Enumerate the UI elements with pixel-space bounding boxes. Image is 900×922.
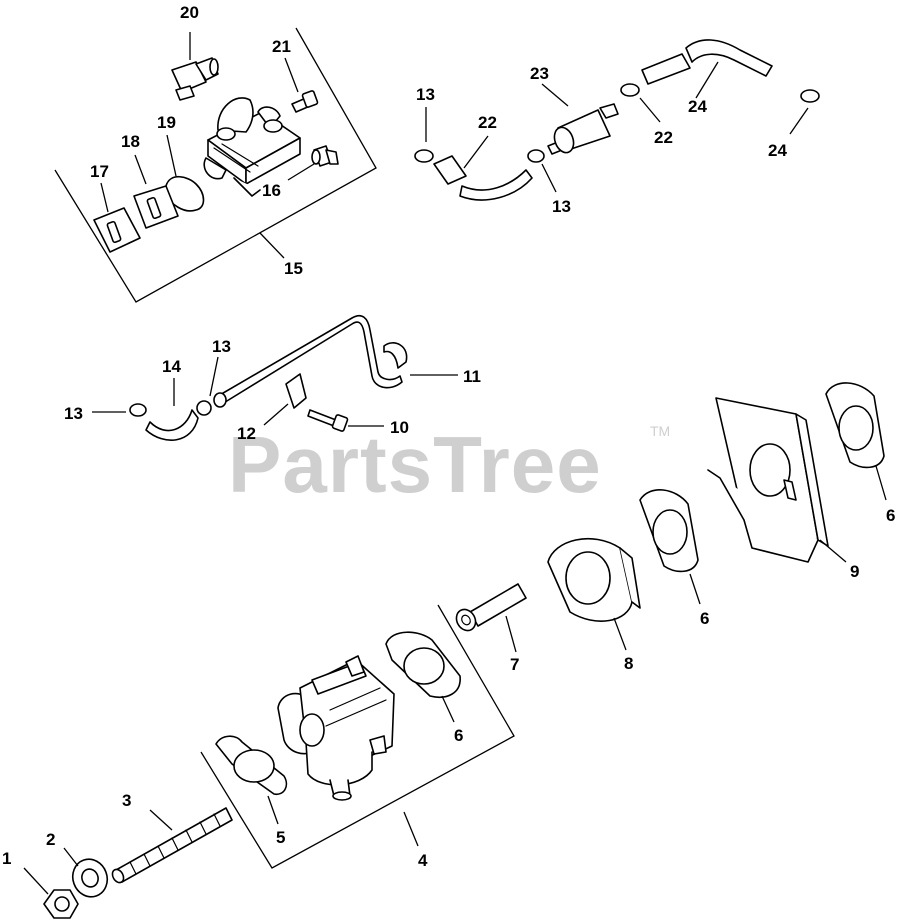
hose-clamp xyxy=(196,400,212,416)
callout-label: 13 xyxy=(552,197,571,216)
group-bracket-15 xyxy=(54,27,377,303)
carburetor-gasket xyxy=(385,631,461,698)
fuel-line-assembly xyxy=(129,314,408,441)
fuel-line-clip xyxy=(285,373,307,409)
fuel-hose-curved xyxy=(459,169,533,201)
callout-label: 17 xyxy=(90,162,109,181)
carburetor-body xyxy=(277,655,395,801)
callout-label: 13 xyxy=(212,337,231,356)
carburetor-spacer xyxy=(547,538,641,622)
fuel-line-pipe xyxy=(217,314,403,405)
hex-nut xyxy=(43,889,79,919)
carburetor-base-gasket xyxy=(215,735,288,796)
callout-label: 8 xyxy=(624,654,633,673)
pump-gasket xyxy=(133,185,179,229)
callout-label: 3 xyxy=(122,791,131,810)
callout-label: 13 xyxy=(64,404,83,423)
callout-label: 1 xyxy=(2,849,11,868)
lock-washer xyxy=(71,858,109,898)
callout-label: 22 xyxy=(478,113,497,132)
callout-label: 24 xyxy=(688,97,707,116)
callout-label: 14 xyxy=(162,357,181,376)
callout-label: 4 xyxy=(418,851,428,870)
callout-label: 2 xyxy=(46,830,55,849)
callout-label: 15 xyxy=(284,259,303,278)
group-bracket-4 xyxy=(200,604,515,869)
watermark-brand: PartsTree xyxy=(228,420,602,509)
callout-label: 13 xyxy=(416,85,435,104)
pump-screw xyxy=(291,90,319,113)
carburetor-assembly xyxy=(43,382,885,919)
callout-label: 6 xyxy=(700,609,709,628)
callout-label: 18 xyxy=(121,132,140,151)
callout-label: 9 xyxy=(850,562,859,581)
callout-label: 6 xyxy=(886,506,895,525)
fuel-filter-hoses xyxy=(414,39,820,201)
fuel-hose-bent xyxy=(685,39,773,77)
hose-clamp xyxy=(620,83,640,97)
elbow-fitting xyxy=(171,57,219,101)
hose-clamp xyxy=(129,403,147,417)
spacer-bolt xyxy=(455,583,527,632)
callout-label: 24 xyxy=(768,141,787,160)
watermark: PartsTree TM xyxy=(228,420,670,509)
callout-label: 19 xyxy=(157,113,176,132)
callout-numbers: 20 21 18 19 17 16 15 13 22 23 24 22 24 1… xyxy=(2,3,895,870)
callout-label: 22 xyxy=(654,128,673,147)
fuel-pump-body xyxy=(203,97,301,197)
intake-gasket xyxy=(639,489,699,573)
callout-label: 10 xyxy=(390,418,409,437)
fuel-hose-straight xyxy=(641,53,691,85)
callout-label: 7 xyxy=(510,655,519,674)
intake-gasket xyxy=(825,382,885,469)
hose-piece xyxy=(433,155,467,185)
fuel-filter xyxy=(547,103,619,155)
fuel-line-hose xyxy=(145,409,199,441)
callout-label: 12 xyxy=(237,424,256,443)
fuel-pump-assembly xyxy=(93,57,339,253)
diaphragm-gasket xyxy=(165,175,205,212)
air-baffle xyxy=(707,397,829,563)
callout-label: 23 xyxy=(530,64,549,83)
hose-clamp xyxy=(527,149,545,163)
callout-label: 21 xyxy=(272,37,291,56)
callout-label: 16 xyxy=(262,181,281,200)
mounting-stud xyxy=(111,807,233,884)
clip-bolt xyxy=(307,409,349,432)
callout-label: 6 xyxy=(454,726,463,745)
callout-label: 5 xyxy=(276,828,285,847)
pump-fitting xyxy=(311,145,339,167)
leader-lines xyxy=(23,32,887,895)
watermark-trademark: TM xyxy=(650,423,670,439)
pump-spacer xyxy=(93,207,141,253)
callout-label: 20 xyxy=(180,3,199,22)
callout-label: 11 xyxy=(463,367,481,386)
hose-clamp xyxy=(414,149,434,163)
hose-clamp xyxy=(800,89,820,103)
